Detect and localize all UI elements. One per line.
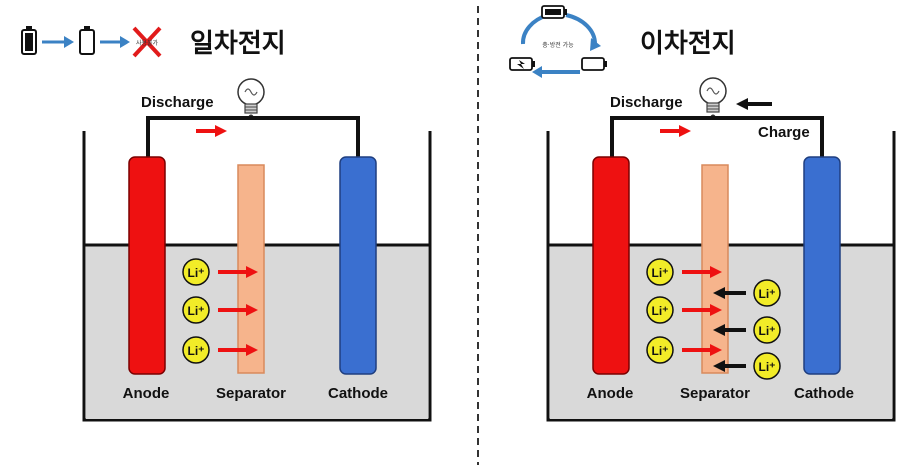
ion-flow-arrow [218,304,258,316]
cross-caption: 사용불가 [136,39,159,47]
svg-text:Li⁺: Li⁺ [652,266,669,280]
discharge-arrow [660,125,691,137]
lithium-ion: Li⁺ [753,279,781,307]
ion-return-arrow [713,287,746,299]
cathode-electrode [803,156,841,375]
lithium-ion: Li⁺ [646,258,674,286]
ion-return-arrow [713,360,746,372]
ion-flow-arrow [218,266,258,278]
light-bulb-icon [699,77,727,120]
lithium-ion: Li⁺ [646,296,674,324]
secondary-battery-title: 이차전지 [640,29,736,59]
charge-label: Charge [758,124,810,141]
container-outline [82,131,432,422]
svg-text:Li⁺: Li⁺ [759,287,776,301]
lithium-ion: Li⁺ [182,258,210,286]
svg-text:Li⁺: Li⁺ [652,304,669,318]
svg-text:Li⁺: Li⁺ [652,344,669,358]
lithium-ion: Li⁺ [182,296,210,324]
circuit-wire [610,116,824,163]
lithium-ion: Li⁺ [182,336,210,364]
discharge-label: Discharge [610,94,683,111]
lithium-ion: Li⁺ [753,352,781,380]
anode-label: Anode [587,385,634,402]
cathode-electrode [339,156,377,375]
secondary-battery-panel: 충·방전 가능 이차전지 Discharge Charge [509,5,896,422]
charge-arrow [736,98,772,110]
anode-electrode [128,156,166,375]
ion-flow-arrow [218,344,258,356]
light-bulb-icon [237,78,265,120]
cycle-caption: 충·방전 가능 [542,41,574,49]
svg-text:Li⁺: Li⁺ [759,360,776,374]
recharge-cycle-icon: 충·방전 가능 [509,5,607,78]
arrow-right-icon [100,36,130,48]
ion-return-arrow [713,324,746,336]
separator-label: Separator [680,385,750,402]
arrow-right-icon [42,36,74,48]
circuit-wire [146,116,360,163]
svg-text:Li⁺: Li⁺ [188,304,205,318]
lithium-ion: Li⁺ [753,316,781,344]
cathode-label: Cathode [328,385,388,402]
cross-icon: 사용불가 [132,26,162,58]
battery-empty-icon [79,26,95,55]
anode-electrode [592,156,630,375]
lithium-ion: Li⁺ [646,336,674,364]
primary-battery-panel: 사용불가 일차전지 Discharge [21,26,432,422]
container-outline [546,131,896,422]
primary-battery-title: 일차전지 [190,29,286,59]
ion-flow-arrow [682,266,722,278]
separator-label: Separator [216,385,286,402]
discharge-label: Discharge [141,94,214,111]
svg-text:Li⁺: Li⁺ [188,344,205,358]
svg-text:Li⁺: Li⁺ [759,324,776,338]
discharge-arrow [196,125,227,137]
ion-flow-arrow [682,344,722,356]
ion-flow-arrow [682,304,722,316]
svg-text:Li⁺: Li⁺ [188,266,205,280]
battery-full-icon [21,26,37,55]
anode-label: Anode [123,385,170,402]
cathode-label: Cathode [794,385,854,402]
